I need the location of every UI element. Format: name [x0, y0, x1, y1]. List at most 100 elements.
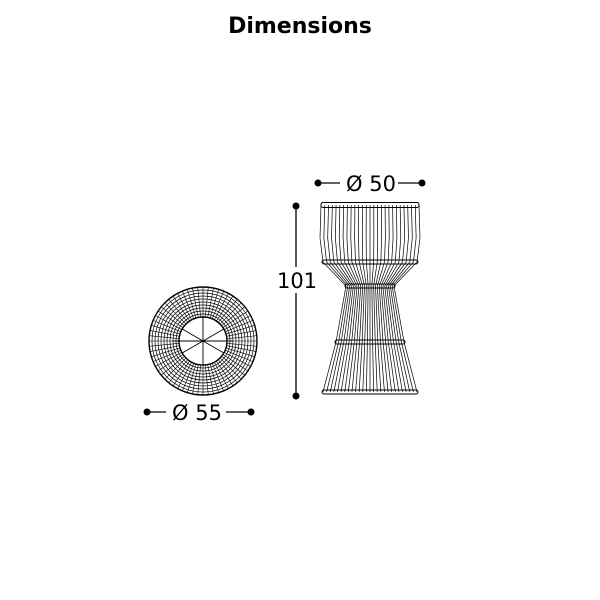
weave-strand [226, 330, 257, 337]
top-view-weave [149, 287, 257, 395]
rim-band [334, 339, 406, 345]
weave-strand [187, 363, 197, 393]
weave-strand [155, 315, 182, 330]
weave-strand [161, 306, 185, 327]
height-label-background [279, 267, 315, 293]
vertical-strand [375, 204, 382, 393]
weave-strand [155, 352, 182, 367]
dimension-endpoint-right [418, 179, 426, 187]
weave-strand [207, 364, 214, 395]
vertical-strand [384, 204, 402, 393]
vertical-strand [346, 204, 360, 393]
weave-strand [205, 364, 209, 395]
weave-strand [152, 320, 181, 333]
weave-strand [157, 354, 184, 372]
weave-strand [216, 295, 234, 322]
weave-strand [197, 364, 201, 395]
weave-strand [197, 287, 201, 318]
diameter-55-dimension: Ø 55 [143, 401, 255, 425]
weave-strand [168, 299, 189, 323]
weave-strand [187, 289, 197, 319]
weave-strand [151, 325, 181, 335]
side-view-bands [320, 202, 420, 395]
vertical-strand [386, 204, 405, 393]
frame-spoke [202, 328, 225, 342]
vertical-strand [380, 204, 394, 393]
height-101-label: 101 [277, 269, 317, 293]
weave-strand [182, 363, 195, 392]
vertical-strand [361, 204, 367, 393]
dimension-endpoint-bottom [292, 392, 300, 400]
weave-strand [222, 354, 249, 372]
vertical-strand [327, 204, 351, 393]
weave-strand [214, 362, 229, 389]
weave-strand [221, 306, 245, 327]
frame-spoke [202, 340, 225, 354]
weave-strand [226, 343, 257, 347]
side-view-strands [319, 204, 421, 393]
vertical-strand [391, 204, 417, 393]
vertical-strand [371, 204, 375, 393]
weave-strand [224, 352, 251, 367]
rim-band [320, 202, 420, 208]
weave-strand [152, 349, 181, 362]
weave-strand [172, 360, 190, 387]
vertical-strand [382, 204, 398, 393]
weave-strand [182, 290, 195, 319]
weave-strand [172, 295, 190, 322]
vertical-strand [358, 204, 365, 393]
weave-strand [177, 293, 192, 320]
vertical-strand [323, 204, 349, 393]
diameter-50-label: Ø 50 [346, 172, 396, 196]
top-view-center-star [173, 317, 233, 365]
weave-strand [149, 345, 180, 352]
weave-strand [219, 302, 242, 325]
vertical-strand [335, 204, 354, 393]
frame-spoke [181, 328, 204, 342]
weave-strand [225, 349, 254, 362]
weave-strand [224, 315, 251, 330]
weave-strand [225, 320, 254, 333]
top-view [148, 286, 258, 396]
weave-strand [205, 287, 209, 318]
weave-strand [211, 290, 224, 319]
weave-strand [149, 343, 180, 347]
frame-spoke [181, 340, 204, 354]
weave-strand [221, 355, 245, 376]
height-101-dimension: 101 [277, 202, 317, 400]
vertical-strand [354, 204, 363, 393]
vertical-strand [350, 204, 362, 393]
vertical-strand [378, 204, 390, 393]
rim-band [321, 259, 419, 265]
weave-strand [219, 357, 242, 380]
weave-strand [225, 347, 255, 357]
weave-strand [209, 363, 219, 393]
weave-strand [217, 299, 238, 323]
weave-strand [226, 345, 257, 352]
side-view [319, 202, 421, 395]
rim-band [344, 283, 396, 289]
vertical-strand [388, 204, 409, 393]
weave-strand [149, 335, 180, 339]
weave-strand [209, 289, 219, 319]
weave-strand [164, 357, 187, 380]
diameter-55-label: Ø 55 [172, 401, 222, 425]
weave-strand [192, 287, 199, 318]
weave-strand [192, 364, 199, 395]
weave-strand [225, 325, 255, 335]
vertical-strand [365, 204, 369, 393]
weave-strand [226, 335, 257, 339]
weave-strand [216, 360, 234, 387]
dimension-endpoint-right [247, 408, 255, 416]
weave-strand [222, 310, 249, 328]
vertical-strand [338, 204, 356, 393]
vertical-strand [331, 204, 352, 393]
weave-strand [157, 310, 184, 328]
vertical-strand [393, 204, 421, 393]
weave-strand [164, 302, 187, 325]
page-title: Dimensions [228, 14, 372, 39]
weave-strand [211, 363, 224, 392]
vertical-strand [389, 204, 413, 393]
diameter-50-dimension: Ø 50 [314, 172, 426, 196]
